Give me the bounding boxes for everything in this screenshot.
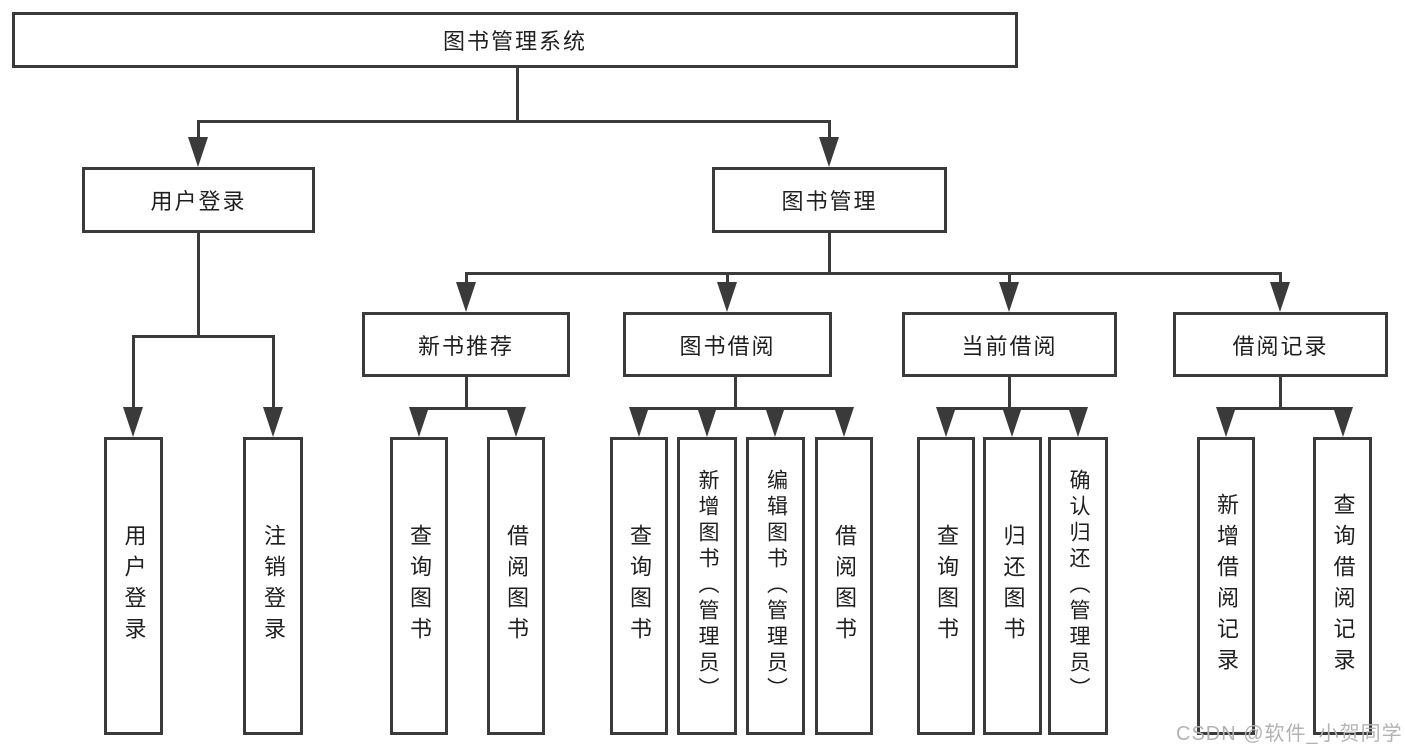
node-borrow-book: 借阅图书 bbox=[487, 437, 545, 735]
arrow-down-icon bbox=[506, 407, 526, 437]
arrow-down-icon bbox=[1068, 407, 1088, 437]
connector-line bbox=[132, 335, 135, 410]
node-return-book: 归还图书 bbox=[983, 437, 1042, 735]
connector-line bbox=[726, 272, 729, 287]
arrow-down-icon bbox=[765, 407, 785, 437]
arrow-down-icon bbox=[123, 407, 143, 437]
arrow-down-icon bbox=[409, 407, 429, 437]
node-logout-leaf: 注销登录 bbox=[243, 437, 303, 735]
arrow-down-icon bbox=[697, 407, 717, 437]
connector-line bbox=[418, 407, 518, 410]
node-user-login-leaf: 用户登录 bbox=[104, 437, 163, 735]
connector-line bbox=[197, 233, 200, 335]
connector-line bbox=[516, 68, 519, 120]
arrow-down-icon bbox=[629, 407, 649, 437]
node-book-borrow: 图书借阅 bbox=[623, 312, 832, 377]
connector-line bbox=[1279, 377, 1282, 407]
csdn-watermark: CSDN @软件_小贺同学 bbox=[1176, 723, 1403, 745]
connector-line bbox=[465, 272, 468, 287]
node-confirm-return-admin: 确认归还（管理员） bbox=[1048, 437, 1108, 735]
connector-line bbox=[1225, 407, 1345, 410]
connector-line bbox=[132, 335, 275, 338]
arrow-down-icon bbox=[1216, 407, 1236, 437]
arrow-down-icon bbox=[999, 282, 1019, 312]
arrow-down-icon bbox=[1333, 407, 1353, 437]
connector-line bbox=[197, 120, 200, 140]
node-root-library-system: 图书管理系统 bbox=[12, 12, 1018, 68]
arrow-down-icon bbox=[936, 407, 956, 437]
node-edit-book-admin: 编辑图书（管理员） bbox=[746, 437, 805, 735]
node-borrow-book: 借阅图书 bbox=[815, 437, 873, 735]
arrow-down-icon bbox=[717, 282, 737, 312]
connector-line bbox=[197, 120, 831, 123]
node-query-book: 查询图书 bbox=[390, 437, 448, 735]
connector-line bbox=[465, 377, 468, 407]
node-book-management: 图书管理 bbox=[712, 167, 947, 233]
connector-line bbox=[1008, 377, 1011, 407]
connector-line bbox=[638, 407, 846, 410]
node-current-borrow: 当前借阅 bbox=[902, 312, 1117, 377]
node-user-login: 用户登录 bbox=[82, 167, 315, 233]
connector-line bbox=[734, 377, 737, 407]
node-add-borrow-record: 新增借阅记录 bbox=[1197, 437, 1255, 735]
node-new-book-recommend: 新书推荐 bbox=[362, 312, 570, 377]
arrow-down-icon bbox=[263, 407, 283, 437]
connector-line bbox=[1279, 272, 1282, 287]
connector-line bbox=[1008, 272, 1011, 287]
arrow-down-icon bbox=[456, 282, 476, 312]
node-borrow-records: 借阅记录 bbox=[1173, 312, 1388, 377]
connector-line bbox=[465, 272, 1282, 275]
arrow-down-icon bbox=[834, 407, 854, 437]
connector-line bbox=[828, 233, 831, 272]
arrow-down-icon bbox=[1002, 407, 1022, 437]
connector-line bbox=[272, 335, 275, 410]
node-query-borrow-record: 查询借阅记录 bbox=[1313, 437, 1372, 735]
arrow-down-icon bbox=[188, 137, 208, 167]
arrow-down-icon bbox=[1270, 282, 1290, 312]
connector-line bbox=[828, 120, 831, 140]
arrow-down-icon bbox=[819, 137, 839, 167]
node-query-book: 查询图书 bbox=[610, 437, 668, 735]
node-query-book: 查询图书 bbox=[917, 437, 975, 735]
node-add-book-admin: 新增图书（管理员） bbox=[677, 437, 737, 735]
